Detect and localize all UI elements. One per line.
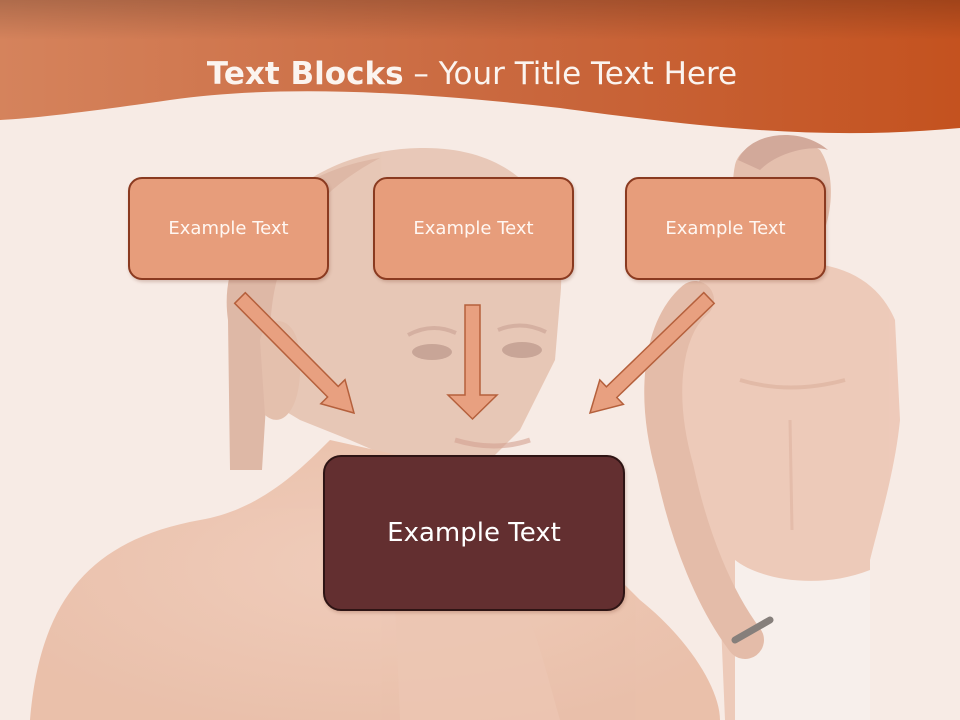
- text-block-right-label: Example Text: [665, 218, 786, 239]
- text-block-middle-label: Example Text: [413, 218, 534, 239]
- text-block-main-label: Example Text: [387, 518, 561, 548]
- arrow-left-diagonal: [233, 291, 356, 415]
- text-block-left[interactable]: Example Text: [128, 177, 329, 280]
- text-block-main[interactable]: Example Text: [323, 455, 625, 611]
- title-rest: – Your Title Text Here: [403, 56, 738, 92]
- text-block-middle[interactable]: Example Text: [373, 177, 574, 280]
- arrow-right-diagonal: [588, 291, 716, 415]
- arrow-down: [446, 304, 499, 421]
- title-bold: Text Blocks: [206, 56, 404, 92]
- text-block-right[interactable]: Example Text: [625, 177, 826, 280]
- page-title: Text Blocks – Your Title Text Here: [0, 52, 944, 96]
- text-block-left-label: Example Text: [168, 218, 289, 239]
